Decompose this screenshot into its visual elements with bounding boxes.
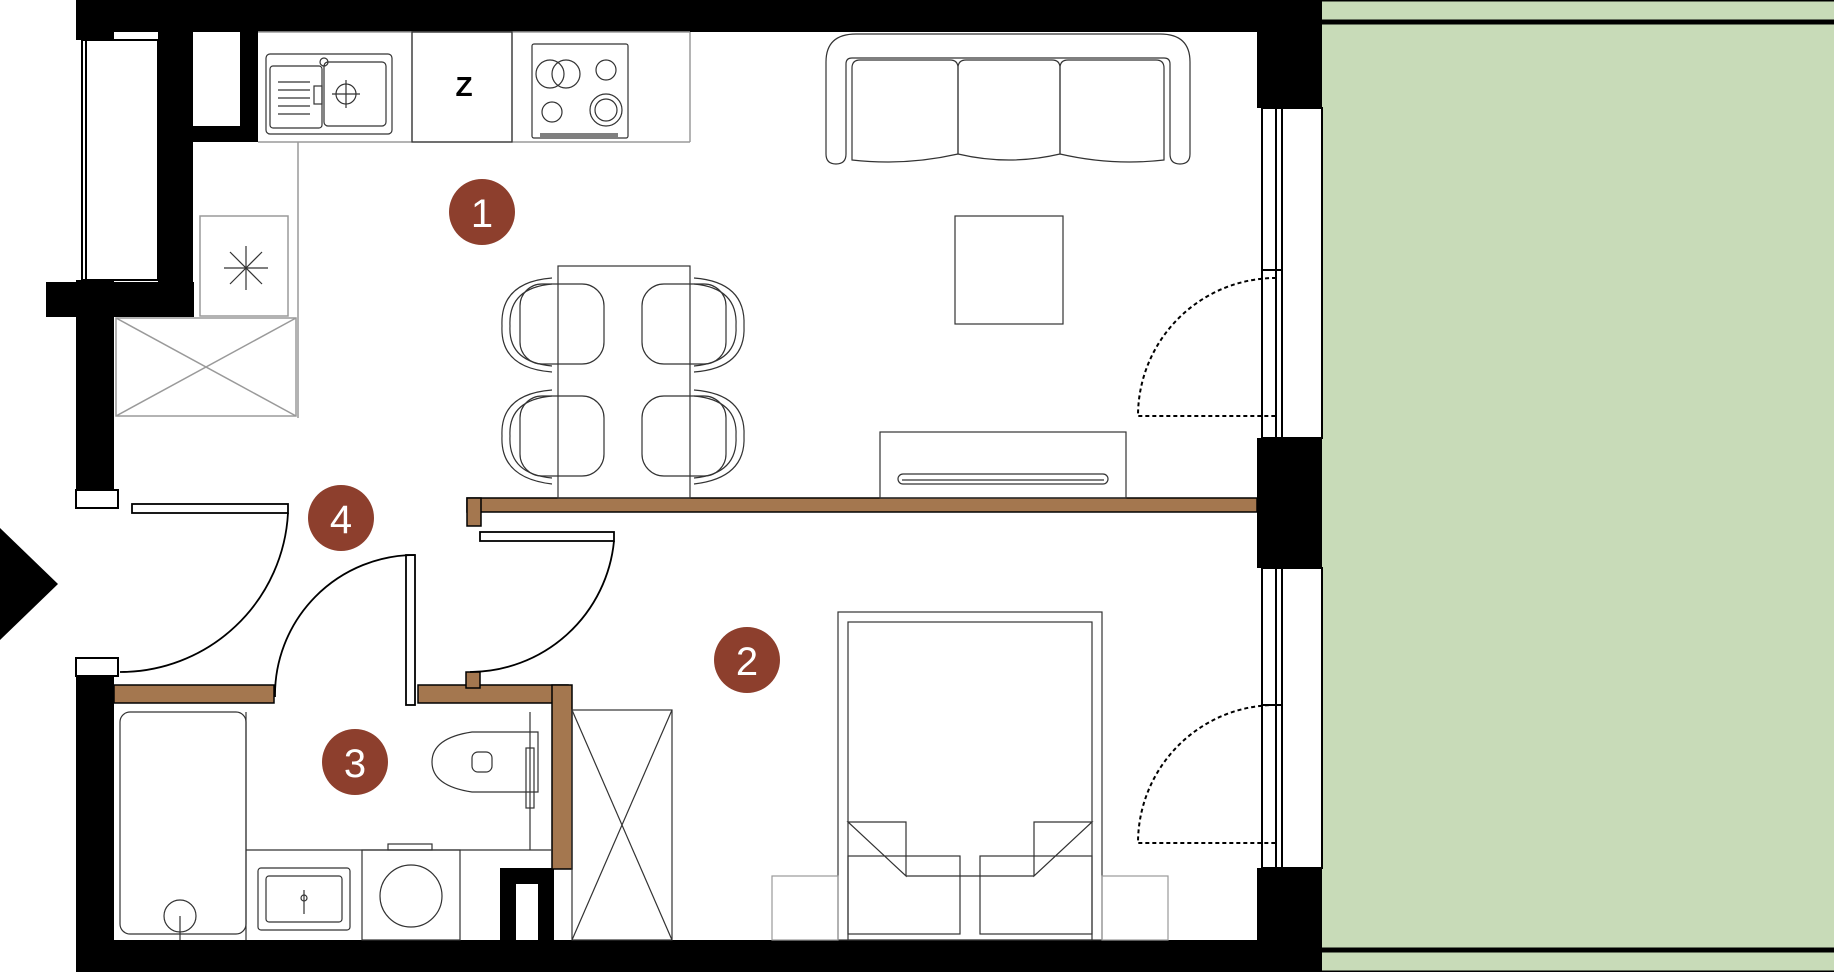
sofa: [825, 33, 1191, 165]
fridge-label: Z: [455, 71, 472, 102]
room-badge-3: 3: [322, 729, 388, 795]
terrace: [1322, 0, 1834, 972]
entrance-arrow-icon: [0, 528, 58, 640]
toilet-icon: [431, 712, 539, 850]
nightstands: [771, 875, 1169, 941]
partitions: [113, 497, 1258, 870]
snowflake-icon: [224, 246, 268, 290]
svg-text:1: 1: [471, 192, 493, 236]
stove-icon: [531, 43, 629, 139]
sink-icon: [265, 53, 393, 135]
coffee-table: [954, 215, 1064, 325]
bathtub-icon: [119, 711, 247, 940]
svg-text:3: 3: [344, 742, 366, 786]
room-badge-4: 4: [308, 485, 374, 551]
dining-chairs: [501, 277, 745, 485]
svg-text:2: 2: [736, 640, 758, 684]
outer-walls: [46, 0, 1322, 972]
washing-machine-icon: [361, 843, 461, 941]
svg-text:4: 4: [330, 498, 352, 542]
tv-stand: [879, 431, 1127, 499]
room-badge-1: 1: [449, 179, 515, 245]
window-bottom: [1261, 567, 1323, 869]
wardrobe: [571, 709, 673, 941]
double-bed: [837, 611, 1103, 941]
window-top: [1261, 107, 1323, 439]
room-badge-2: 2: [714, 627, 780, 693]
kitchen-counter: [115, 31, 691, 418]
dining-table: [557, 265, 691, 499]
fridge: Z: [411, 31, 513, 143]
doors: [119, 503, 615, 706]
